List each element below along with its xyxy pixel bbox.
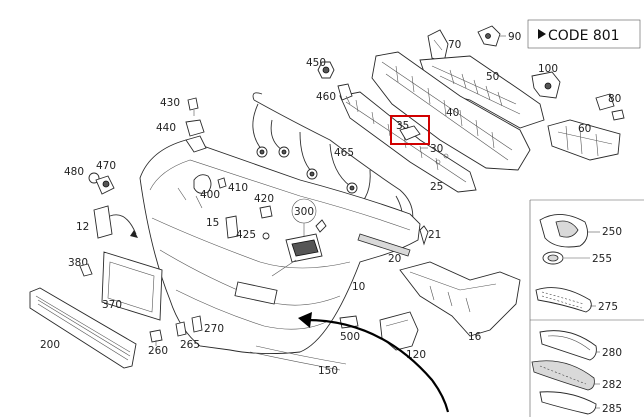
callout-370: 370	[102, 299, 122, 311]
callout-410: 410	[228, 182, 248, 194]
bolt-group-430-440: 430 440	[156, 97, 205, 137]
clip-21	[419, 225, 429, 246]
highlight-box-35	[390, 115, 430, 145]
callout-275: 275	[598, 301, 618, 313]
trim-strip-group: 21 20	[357, 225, 441, 265]
callout-200: 200	[40, 339, 60, 351]
callout-35: 35	[396, 120, 409, 132]
callout-150: 150	[318, 365, 338, 377]
license-bracket-12	[93, 205, 113, 239]
screw-430	[187, 97, 199, 111]
callout-255: 255	[592, 253, 612, 265]
callout-265: 265	[180, 339, 200, 351]
callout-70: 70	[448, 39, 461, 51]
callout-90: 90	[508, 31, 521, 43]
sensor-clips-group: 480 470 400 410 420 15 425	[64, 160, 274, 241]
grille-group: 380 370 200 260 265 270	[29, 251, 224, 369]
callout-260: 260	[148, 345, 168, 357]
callout-40: 40	[446, 107, 459, 119]
bracket-12-group: 12	[76, 205, 138, 239]
callout-280: 280	[602, 347, 622, 359]
bolt-260	[149, 329, 163, 343]
wheel-arch-liner-120	[379, 311, 419, 351]
callout-15: 15	[206, 217, 219, 229]
callout-450: 450	[306, 57, 326, 69]
callout-60: 60	[578, 123, 591, 135]
callout-30: 30	[430, 143, 443, 155]
callout-470: 470	[96, 160, 116, 172]
callout-100: 100	[538, 63, 558, 75]
carrier-bracket-60	[547, 119, 621, 161]
clip-460	[337, 83, 353, 101]
callout-270: 270	[204, 323, 224, 335]
clip-part-35	[399, 125, 421, 141]
lamp-housing-285	[539, 391, 597, 415]
callout-425: 425	[236, 229, 256, 241]
daytime-light-strip-275	[535, 287, 592, 313]
callout-20: 20	[388, 253, 401, 265]
license-plate-bracket-370	[101, 251, 163, 321]
callout-285: 285	[602, 403, 622, 415]
callout-460: 460	[316, 91, 336, 103]
callout-400: 400	[200, 189, 220, 201]
clip-265	[175, 321, 187, 337]
trim-cover-280	[539, 330, 597, 361]
bumper-cover-10: 10	[139, 135, 421, 355]
callout-250: 250	[602, 226, 622, 238]
callout-420: 420	[254, 193, 274, 205]
fog-lamp-options-panel: 250 255 275 280 282 285	[529, 199, 644, 417]
callout-465: 465	[334, 147, 354, 159]
screw-425	[262, 232, 270, 240]
sensor-holder-400	[193, 174, 212, 194]
clip-270	[191, 315, 203, 333]
clip-410	[217, 177, 227, 189]
beam-reinforcement-25	[339, 91, 477, 193]
callout-500: 500	[340, 331, 360, 343]
callout-430: 430	[160, 97, 180, 109]
bolt-420	[259, 205, 273, 219]
lower-parts-group: 500 120 16 150	[249, 261, 521, 413]
callout-21: 21	[428, 229, 441, 241]
callout-120: 120	[406, 349, 426, 361]
impact-absorber-group: 90 70 50 100 80 60	[419, 25, 625, 161]
bracket-440	[185, 119, 205, 137]
callout-440: 440	[156, 122, 176, 134]
callout-12: 12	[76, 221, 89, 233]
callout-50: 50	[486, 71, 499, 83]
bracket-70	[427, 29, 449, 63]
triangle-arrow-icon	[538, 29, 546, 39]
clip-80	[595, 93, 615, 111]
callout-16: 16	[468, 331, 482, 343]
bumper-beam-group: 40 25 30 35	[339, 51, 531, 193]
callout-300-group: 300	[271, 198, 327, 277]
code-label: CODE 801	[548, 28, 620, 44]
callout-300: 300	[294, 206, 314, 218]
callout-480: 480	[64, 166, 84, 178]
trim-strip-20	[357, 233, 411, 257]
impact-beam-40	[371, 51, 531, 171]
big-pointer-arrow	[305, 318, 450, 413]
callout-80: 80	[608, 93, 621, 105]
bracket-15	[225, 215, 239, 239]
callout-282: 282	[602, 379, 622, 391]
bolt-group-450-460: 450 460	[306, 57, 353, 105]
screw-380	[79, 263, 93, 277]
callout-10: 10	[352, 281, 365, 293]
code-801-box: CODE 801	[527, 19, 641, 49]
side-bracket-16	[399, 261, 521, 337]
callout-25: 25	[430, 181, 443, 193]
